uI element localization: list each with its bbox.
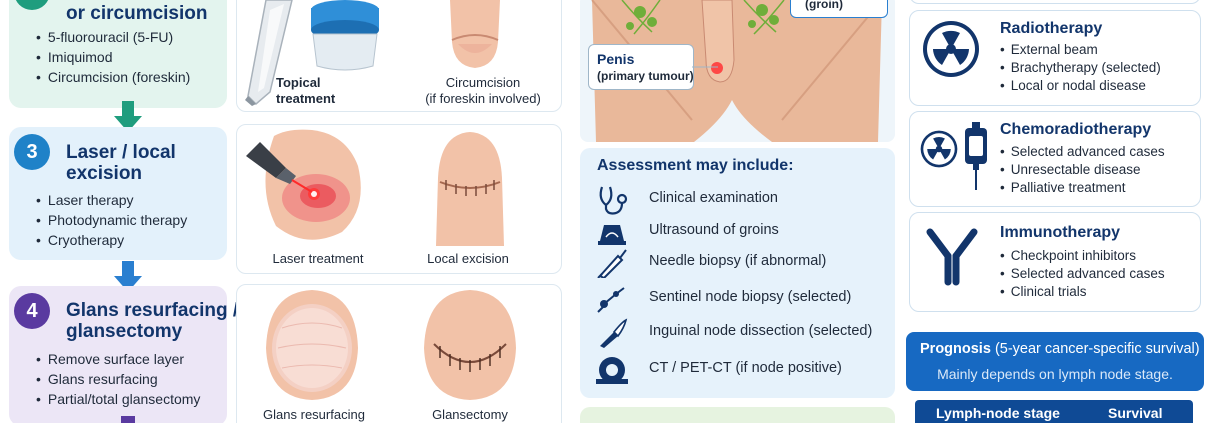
step-3-item: Cryotherapy [36,230,187,250]
assessment-title: Assessment may include: [597,157,794,174]
chemoradiotherapy-list: Selected advanced cases Unresectable dis… [1000,143,1165,197]
chemoradiotherapy-title: Chemoradiotherapy [1000,121,1152,138]
groin-label-box [790,0,888,18]
resurfacing-caption: Glans resurfacing [263,407,365,422]
assessment-item: Needle biopsy (if abnormal) [592,248,892,278]
immunotherapy-item: Selected advanced cases [1000,265,1165,283]
step-3-list: Laser therapy Photodynamic therapy Cryot… [36,190,187,250]
circumcision-illustration [450,0,500,68]
assessment-item-label: Ultrasound of groins [649,222,779,238]
column-header-stage: Lymph-node stage [936,405,1060,421]
step-4-title: Glans resurfacing / glansectomy [66,300,239,342]
assessment-item: Ultrasound of groins [592,217,892,247]
assessment-item-label: Clinical examination [649,190,778,206]
excision-caption: Local excision [427,251,509,266]
step-4-list: Remove surface layer Glans resurfacing P… [36,349,201,409]
assessment-item-label: Needle biopsy (if abnormal) [649,253,827,269]
assessment-item-label: CT / PET-CT (if node positive) [649,360,842,376]
antibody-icon [926,228,978,286]
assessment-item: Inguinal node dissection (selected) [592,318,892,348]
needle-icon [597,249,627,278]
top-card-partial [909,0,1201,4]
sentinel-probe-icon [597,287,625,313]
assessment-item: Sentinel node biopsy (selected) [592,284,892,314]
column-header-survival: Survival [1108,405,1163,421]
prognosis-banner [906,332,1204,391]
radiation-icon [923,21,979,77]
step-3-title: Laser / local excision [66,142,176,184]
step-2-list: 5-fluorouracil (5-FU) Imiquimod Circumci… [36,27,190,87]
laser-treatment-illustration [246,129,361,240]
step-4-item: Partial/total glansectomy [36,389,201,409]
step-2-item: 5-fluorouracil (5-FU) [36,27,190,47]
immunotherapy-list: Checkpoint inhibitors Selected advanced … [1000,247,1165,301]
immunotherapy-item: Checkpoint inhibitors [1000,247,1165,265]
ultrasound-icon [598,225,626,245]
assessment-item: CT / PET-CT (if node positive) [592,355,892,385]
circumcision-caption: Circumcision (if foreskin involved) [425,75,541,106]
radiotherapy-list: External beam Brachytherapy (selected) L… [1000,41,1161,95]
down-arrow-icon [121,416,135,423]
radiation-icon [920,130,958,168]
chemoradiotherapy-item: Unresectable disease [1000,161,1165,179]
down-arrow-icon [114,261,142,292]
step-3-item: Photodynamic therapy [36,210,187,230]
radiotherapy-item: External beam [1000,41,1161,59]
penis-label: Penis [597,51,635,67]
radiotherapy-item: Local or nodal disease [1000,77,1161,95]
glansectomy-caption: Glansectomy [432,407,508,422]
glans-resurfacing-illustration [266,290,358,400]
assessment-panel [580,148,895,398]
pointer-line [692,66,718,68]
step-2-title: or circumcision [66,3,208,24]
stethoscope-icon [599,186,628,215]
scalpel-icon [600,318,628,348]
ct-scanner-icon [596,357,628,384]
immunotherapy-title: Immunotherapy [1000,224,1121,241]
anatomy-illustration [591,0,883,142]
glansectomy-illustration [424,290,516,400]
step-2-number-badge [14,0,50,10]
prognosis-title: Prognosis (5-year cancer-specific surviv… [920,341,1200,357]
assessment-item-label: Inguinal node dissection (selected) [649,323,873,339]
assessment-item-label: Sentinel node biopsy (selected) [649,289,852,305]
topical-caption: Topical treatment [276,75,336,106]
step-4-item: Remove surface layer [36,349,200,369]
iv-bag-icon [965,122,987,190]
local-excision-illustration [436,132,504,246]
step-4-item: Glans resurfacing [36,369,200,389]
prognosis-subtitle: Mainly depends on lymph node stage. [937,366,1173,382]
groin-label: (groin) [805,0,843,11]
radiotherapy-title: Radiotherapy [1000,20,1103,37]
step-2-image-panel [236,0,562,112]
step-2-item: Imiquimod [36,47,190,67]
step-3-item: Laser therapy [36,190,187,210]
step-4-number-badge: 4 [14,293,50,329]
chemoradiotherapy-item: Palliative treatment [1000,179,1165,197]
radiotherapy-item: Brachytherapy (selected) [1000,59,1161,77]
laser-caption: Laser treatment [272,251,364,266]
chemoradiotherapy-item: Selected advanced cases [1000,143,1165,161]
down-arrow-icon [114,101,142,132]
step-2-item: Circumcision (foreskin) [36,67,190,87]
penis-sublabel: (primary tumour) [597,69,694,83]
immunotherapy-item: Clinical trials [1000,283,1165,301]
bottom-green-panel [580,407,895,423]
topical-cream-tube-illustration [245,0,379,106]
step-3-number-badge: 3 [14,134,50,170]
prognosis-table-header [915,400,1193,423]
assessment-item: Clinical examination [592,185,892,215]
